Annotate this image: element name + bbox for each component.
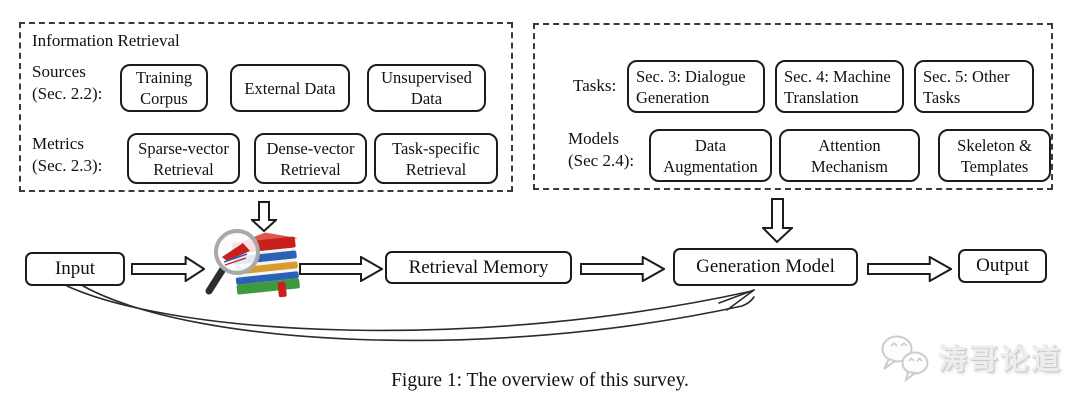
box-generation-model: Generation Model xyxy=(673,248,858,286)
curved-arrow-input-to-generation-model xyxy=(66,285,755,342)
down-arrow-icon xyxy=(762,198,793,244)
box-sec4-machine-translation: Sec. 4: Machine Translation xyxy=(775,60,904,113)
tasks-label: Tasks: xyxy=(573,76,617,95)
box-skeleton-templates: Skeleton & Templates xyxy=(938,129,1051,182)
right-arrow-icon xyxy=(867,256,952,282)
down-arrow-icon xyxy=(251,201,277,232)
information-retrieval-panel: Information Retrieval Sources (Sec. 2.2)… xyxy=(19,22,513,192)
box-external-data: External Data xyxy=(230,64,350,112)
right-arrow-icon xyxy=(580,256,665,282)
right-arrow-icon xyxy=(299,256,383,282)
tasks-models-panel: Tasks: Sec. 3: Dialogue Generation Sec. … xyxy=(533,23,1053,190)
box-input: Input xyxy=(25,252,125,286)
box-dense-vector-retrieval: Dense-vector Retrieval xyxy=(254,133,367,184)
box-sec5-other-tasks: Sec. 5: Other Tasks xyxy=(914,60,1034,113)
magnifier-books-icon xyxy=(205,229,300,298)
wechat-bubbles-icon xyxy=(881,335,929,382)
box-sparse-vector-retrieval: Sparse-vector Retrieval xyxy=(127,133,240,184)
watermark-text: 涛哥论道 xyxy=(938,344,1063,376)
box-output: Output xyxy=(958,249,1047,283)
box-task-specific-retrieval: Task-specific Retrieval xyxy=(374,133,498,184)
sources-label: Sources (Sec. 2.2): xyxy=(32,62,103,103)
panel-title: Information Retrieval xyxy=(32,31,180,50)
box-unsupervised-data: Unsupervised Data xyxy=(367,64,486,112)
models-label: Models (Sec 2.4): xyxy=(568,129,635,170)
box-data-augmentation: Data Augmentation xyxy=(649,129,772,182)
box-sec3-dialogue-generation: Sec. 3: Dialogue Generation xyxy=(627,60,765,113)
box-attention-mechanism: Attention Mechanism xyxy=(779,129,920,182)
box-training-corpus: Training Corpus xyxy=(120,64,208,112)
metrics-label: Metrics (Sec. 2.3): xyxy=(32,134,103,175)
box-retrieval-memory: Retrieval Memory xyxy=(385,251,572,284)
right-arrow-icon xyxy=(131,256,205,282)
figure-caption: Figure 1: The overview of this survey. xyxy=(391,370,689,391)
watermark: 涛哥论道 xyxy=(878,332,1062,382)
